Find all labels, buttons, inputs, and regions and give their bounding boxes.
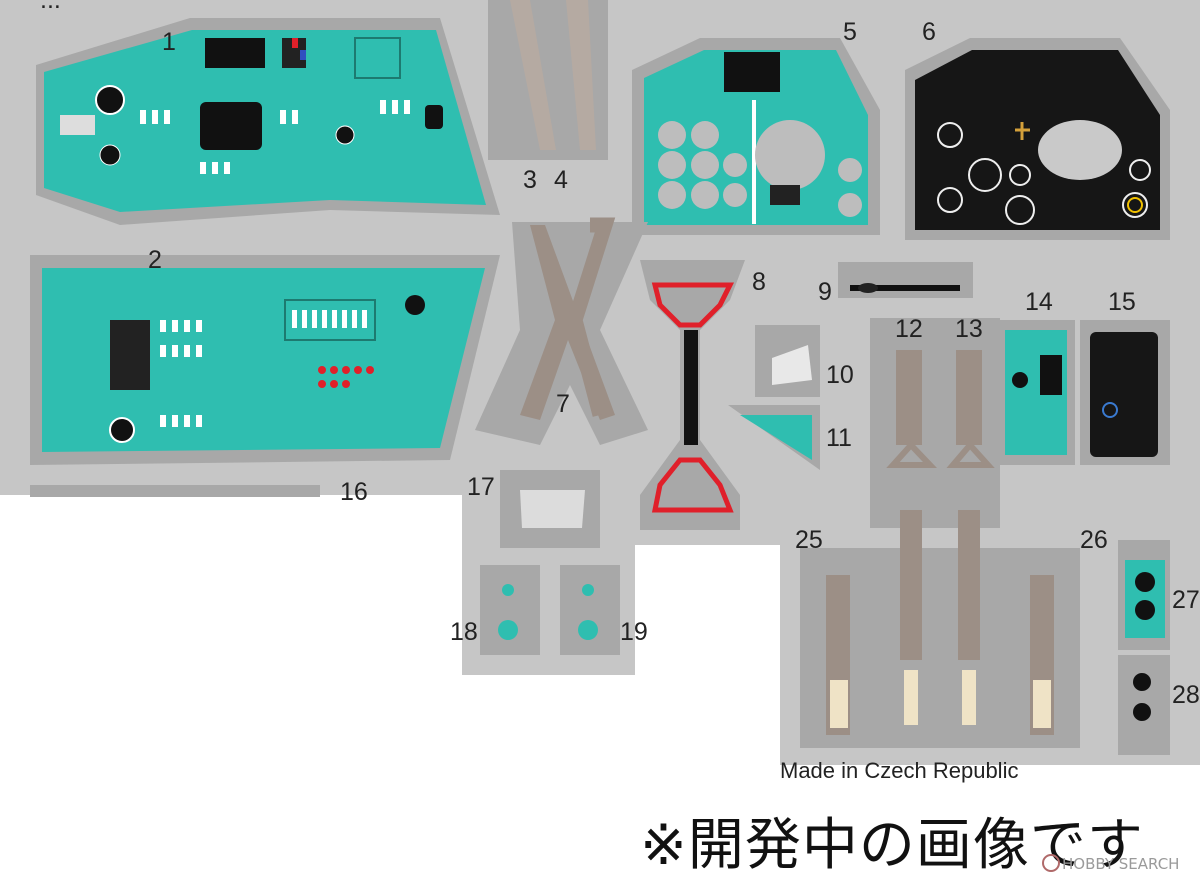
part-15-panel (1080, 320, 1170, 465)
sheet-top-text: ... (40, 0, 61, 14)
parts-17-18-19 (480, 470, 620, 655)
part-2-console (30, 255, 500, 465)
parts-3-4-straps (488, 0, 608, 160)
label-part-17: 17 (467, 473, 495, 501)
part-6-instrument-panel-black (905, 38, 1170, 240)
part-9-strip (838, 262, 973, 298)
label-part-18: 18 (450, 618, 478, 646)
label-part-1: 1 (162, 28, 176, 56)
label-part-16: 16 (340, 478, 368, 506)
label-part-8: 8 (752, 268, 766, 296)
label-part-14: 14 (1025, 288, 1053, 316)
label-part-7: 7 (556, 390, 570, 418)
parts-10-11 (728, 325, 820, 470)
development-notice: ※開発中の画像です (640, 813, 1144, 878)
label-part-19: 19 (620, 618, 648, 646)
label-part-9: 9 (818, 278, 832, 306)
label-part-25: 25 (795, 526, 823, 554)
sheet-footer-text: Made in Czech Republic (780, 758, 1018, 783)
label-part-26: 26 (1080, 526, 1108, 554)
part-7-harness (475, 217, 648, 445)
label-part-10: 10 (826, 361, 854, 389)
parts-25-26-lap-belts (800, 510, 1080, 748)
hobby-search-watermark: HOBBY SEARCH (1042, 854, 1179, 873)
label-part-5: 5 (843, 18, 857, 46)
part-14-panel (995, 320, 1075, 465)
label-part-4: 4 (554, 166, 568, 194)
parts-27-28 (1118, 540, 1170, 755)
parts-12-13-straps (870, 318, 1000, 528)
hobby-search-logo-icon (1042, 854, 1060, 872)
label-part-6: 6 (922, 18, 936, 46)
part-1-side-console (36, 18, 500, 225)
label-part-27: 27 (1172, 586, 1200, 614)
label-part-15: 15 (1108, 288, 1136, 316)
label-part-12: 12 (895, 315, 923, 343)
label-part-2: 2 (148, 246, 162, 274)
watermark-text: HOBBY SEARCH (1062, 855, 1180, 873)
part-16-strip (30, 485, 320, 497)
label-part-11: 11 (826, 424, 852, 452)
label-part-28: 28 (1172, 681, 1200, 709)
part-8-red-harness (640, 260, 745, 530)
label-part-13: 13 (955, 315, 983, 343)
label-part-3: 3 (523, 166, 537, 194)
part-5-instrument-panel (632, 38, 880, 235)
